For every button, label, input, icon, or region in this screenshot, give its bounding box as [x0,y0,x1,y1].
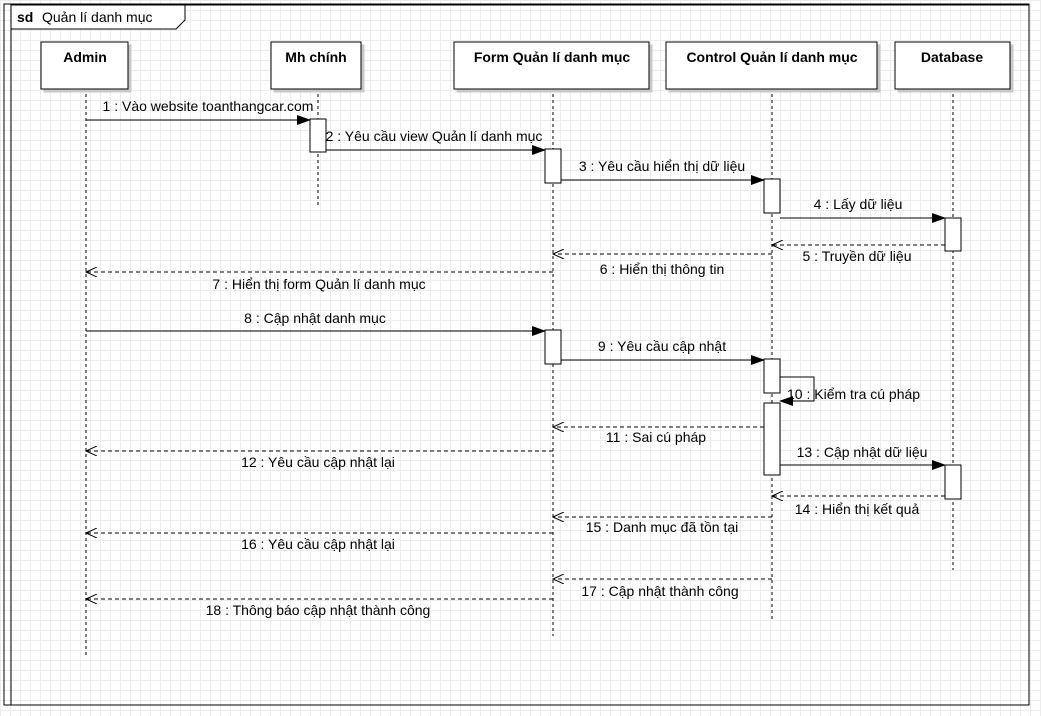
activation-bar [763,402,781,476]
message-label-12: 12 : Yêu cầu cập nhật lại [241,454,395,470]
message-label-15: 15 : Danh mục đã tồn tại [586,519,739,535]
lifeline-database: Database [894,41,1011,570]
activation-bar [544,148,562,184]
activation-bar [763,358,781,394]
message-label-2: 2 : Yêu cầu view Quản lí danh mục [326,128,543,144]
message-label-16: 16 : Yêu cầu cập nhật lại [241,536,395,552]
activation-bar [544,329,562,365]
lifeline-label-database: Database [921,49,983,65]
message-arrow-10 [779,376,815,406]
lifeline-head-form[interactable] [453,41,650,90]
lifeline-label-admin: Admin [63,49,107,65]
message-label-14: 14 : Hiển thị kết quả [795,501,920,517]
sd-title: Quản lí danh mục [42,9,153,25]
message-label-17: 17 : Cập nhật thành công [581,583,738,599]
message-label-5: 5 : Truyền dữ liệu [803,248,912,264]
lifeline-admin: Admin [40,41,129,656]
sd-frame-tab [10,4,186,30]
message-label-6: 6 : Hiển thị thông tin [600,261,725,277]
message-label-10: 10 : Kiểm tra cú pháp [787,386,920,402]
message-label-9: 9 : Yêu cầu cập nhật [598,338,726,354]
lifeline-label-form: Form Quản lí danh mục [474,49,631,65]
lifeline-form: Form Quản lí danh mục [453,41,650,636]
message-label-18: 18 : Thông báo cập nhật thành công [206,602,431,618]
message-label-7: 7 : Hiển thị form Quản lí danh mục [212,276,425,292]
lifeline-head-control[interactable] [665,41,878,90]
activation-bar [309,118,327,153]
message-label-3: 3 : Yêu cầu hiển thị dữ liệu [579,158,745,174]
message-label-4: 4 : Lấy dữ liệu [814,196,903,212]
sd-frame [10,4,1030,706]
activation-bar [944,464,962,500]
message-label-1: 1 : Vào website toanthangcar.com [103,98,314,114]
lifeline-label-control: Control Quản lí danh mục [686,49,857,65]
lifeline-label-mh-chinh: Mh chính [285,49,346,65]
message-label-11: 11 : Sai cú pháp [606,429,706,445]
sd-keyword: sd [17,9,33,25]
lifeline-head-database[interactable] [894,41,1011,90]
lifeline-head-mh-chinh[interactable] [270,41,362,90]
activation-bar [763,178,781,214]
message-label-13: 13 : Cập nhật dữ liệu [797,444,928,460]
activation-bar [944,217,962,252]
lifeline-mh-chinh: Mh chính [270,41,362,205]
message-label-8: 8 : Cập nhật danh mục [244,310,386,326]
lifeline-control: Control Quản lí danh mục [665,41,878,620]
lifeline-head-admin[interactable] [40,41,129,90]
